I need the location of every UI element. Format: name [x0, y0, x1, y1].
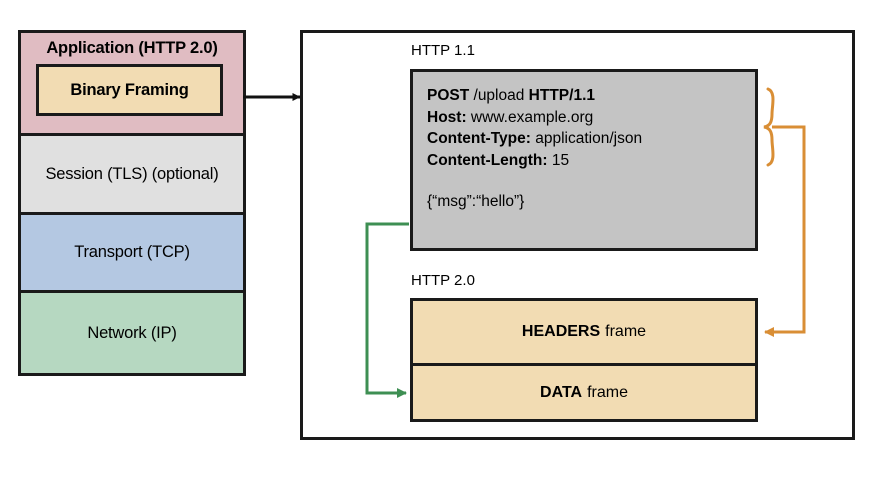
http11-header-host-value: www.example.org — [466, 108, 594, 126]
http20-caption: HTTP 2.0 — [411, 272, 475, 289]
http11-header-content-type-key: Content-Type: — [427, 130, 531, 147]
http11-header-content-length: Content-Length: 15 — [427, 150, 755, 172]
http11-header-content-type: Content-Type: application/json — [427, 128, 755, 150]
stack-layer-application-label: Application (HTTP 2.0) — [46, 39, 218, 57]
http11-caption: HTTP 1.1 — [411, 42, 475, 59]
binary-framing-label: Binary Framing — [70, 80, 189, 99]
http20-data-frame-name: DATA — [540, 383, 583, 401]
http11-header-content-length-value: 15 — [547, 151, 570, 169]
protocol-stack: Application (HTTP 2.0) Binary Framing Se… — [18, 30, 246, 376]
http11-header-content-length-key: Content-Length: — [427, 151, 548, 169]
http20-headers-frame-name: HEADERS — [521, 323, 601, 340]
stack-layer-session: Session (TLS) (optional) — [21, 133, 243, 212]
http11-header-host: Host: www.example.org — [427, 107, 755, 129]
stack-layer-network-label: Network (IP) — [87, 323, 177, 342]
http11-header-content-type-value: application/json — [530, 130, 643, 147]
http11-message-box: POST /upload HTTP/1.1 Host: www.example.… — [410, 69, 758, 251]
binary-framing-box: Binary Framing — [36, 64, 223, 116]
http11-version: HTTP/1.1 — [528, 87, 595, 104]
stack-layer-transport: Transport (TCP) — [21, 212, 243, 290]
http20-data-frame-suffix: frame — [587, 383, 628, 401]
http11-request-line: POST /upload HTTP/1.1 — [427, 85, 755, 107]
stack-layer-application: Application (HTTP 2.0) Binary Framing — [21, 33, 243, 133]
stack-layer-transport-label: Transport (TCP) — [74, 243, 190, 261]
http11-method: POST — [427, 87, 470, 104]
stack-layer-session-label: Session (TLS) (optional) — [45, 164, 219, 183]
http11-header-host-key: Host: — [427, 108, 467, 126]
http20-headers-frame-suffix: frame — [605, 323, 647, 340]
stack-layer-network: Network (IP) — [21, 290, 243, 373]
http11-body: {“msg”:“hello”} — [427, 193, 525, 210]
http11-path: /upload — [469, 87, 529, 104]
